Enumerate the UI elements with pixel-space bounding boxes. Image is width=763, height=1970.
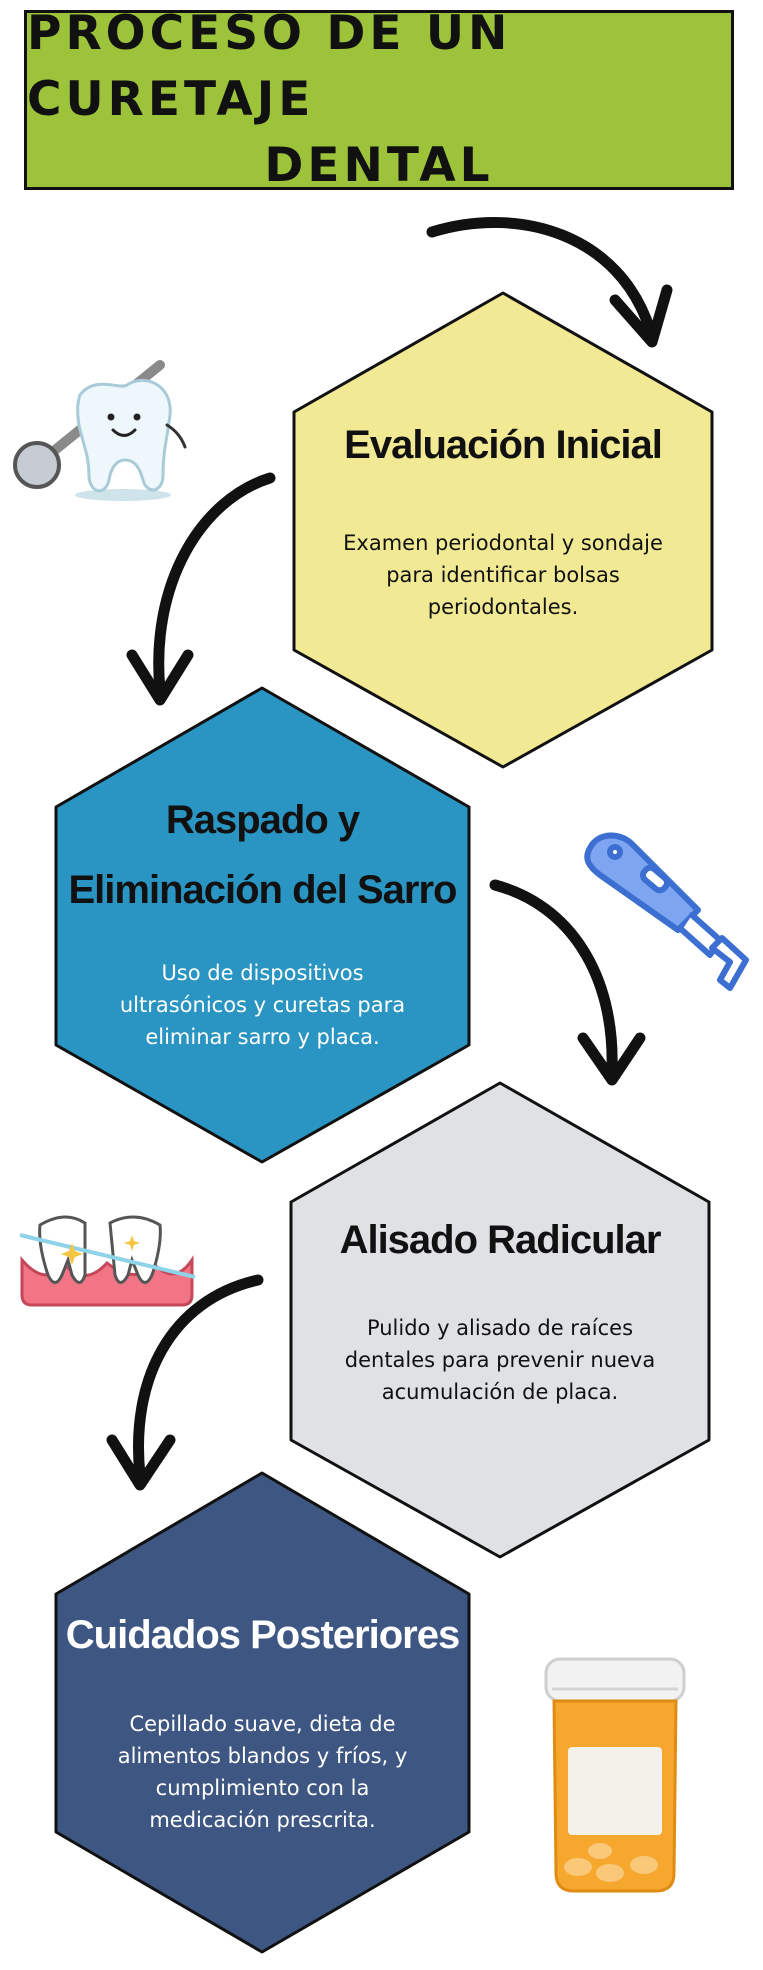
step-3-desc-line: acumulación de placa.: [381, 1380, 619, 1404]
title-line-1: PROCESO DE UN CURETAJE: [27, 6, 512, 127]
step-3-title: Alisado Radicular: [285, 1205, 715, 1275]
step-3-hexagon-shape: [289, 1081, 711, 1559]
pill-4: [588, 1843, 612, 1859]
step-1-hexagon-fill: [292, 291, 714, 769]
step-4-title: Cuidados Posteriores: [50, 1600, 475, 1670]
step-3-hexagon: Alisado Radicular Pulido y alisado de ra…: [285, 1080, 715, 1560]
dental-scaler-icon: [584, 832, 749, 991]
step-2-desc-line: eliminar sarro y placa.: [145, 1025, 380, 1049]
mirror-head: [13, 441, 61, 489]
step-2-title: Raspado y Eliminación del Sarro: [50, 785, 475, 925]
tooth-mirror-icon: [13, 360, 187, 501]
step-4-title-line: Cuidados Posteriores: [65, 1613, 460, 1657]
step-1-hexagon-shape: [292, 291, 714, 769]
pill-3: [630, 1856, 658, 1874]
step-3-description: Pulido y alisado de raíces dentales para…: [285, 1312, 715, 1408]
sparkle-left: [61, 1243, 83, 1265]
arrow-3-head: [577, 1032, 646, 1086]
step-1-description: Examen periodontal y sondaje para identi…: [288, 527, 718, 623]
step-4-desc-line: cumplimiento con la: [155, 1776, 370, 1800]
arrow-2-head: [126, 649, 194, 706]
tooth-smile: [111, 428, 137, 437]
scaler-button: [639, 864, 671, 894]
step-4-desc-line: medicación prescrita.: [149, 1808, 376, 1832]
pill-1: [564, 1858, 592, 1876]
step-1-desc-line: para identificar bolsas: [386, 563, 620, 587]
bottle-cap: [544, 1657, 686, 1703]
floss-thread: [19, 1233, 196, 1279]
step-2-title-line: Eliminación del Sarro: [68, 868, 457, 912]
tooth-left: [38, 1215, 87, 1284]
tooth-arm: [165, 423, 187, 449]
tooth-eye-left: [107, 413, 115, 421]
step-2-hexagon-shape: [54, 686, 471, 1164]
step-4-desc-line: Cepillado suave, dieta de: [129, 1712, 396, 1736]
step-4-desc-line: alimentos blandos y fríos, y: [117, 1744, 408, 1768]
arrow-4-head: [106, 1434, 176, 1491]
arrow-4-curve: [133, 1274, 264, 1481]
title-banner: PROCESO DE UN CURETAJE DENTAL: [24, 6, 734, 193]
step-3-desc-line: Pulido y alisado de raíces: [366, 1316, 634, 1340]
arrow-3-curve: [489, 879, 618, 1076]
step-3-title-line: Alisado Radicular: [339, 1218, 662, 1262]
flossing-teeth-icon: [19, 1215, 196, 1307]
step-1-title-line: Evaluación Inicial: [344, 423, 663, 467]
step-2-desc-line: Uso de dispositivos: [161, 961, 364, 985]
step-1-desc-line: periodontales.: [427, 595, 579, 619]
step-1-desc-line: Examen periodontal y sondaje: [343, 531, 663, 555]
scaler-dot: [607, 844, 623, 860]
step-2-title-line: Raspado y: [165, 798, 360, 842]
step-3-hexagon-fill: [289, 1081, 711, 1559]
arrow-1-head: [609, 284, 673, 348]
sparkle-right: [124, 1235, 140, 1251]
pill-bottle-icon: [544, 1657, 686, 1893]
step-4-hexagon-shape: [54, 1471, 471, 1954]
pill-2: [596, 1864, 624, 1882]
step-1-title: Evaluación Inicial: [288, 410, 718, 480]
bottle-label: [568, 1747, 662, 1835]
tooth-right: [108, 1215, 162, 1284]
scaler-body: [584, 832, 701, 933]
arrow-2-curve: [153, 472, 276, 696]
step-2-hexagon-fill: [54, 686, 471, 1164]
step-2-desc-line: ultrasónicos y curetas para: [119, 993, 406, 1017]
step-4-hexagon-fill: [54, 1471, 471, 1954]
step-4-hexagon: Cuidados Posteriores Cepillado suave, di…: [50, 1470, 475, 1955]
step-4-description: Cepillado suave, dieta de alimentos blan…: [50, 1708, 475, 1836]
step-2-description: Uso de dispositivos ultrasónicos y curet…: [50, 957, 475, 1053]
tooth-eye-right: [133, 413, 141, 421]
step-3-desc-line: dentales para prevenir nueva: [344, 1348, 656, 1372]
title-line-2: DENTAL: [264, 138, 494, 193]
scaler-tip: [709, 935, 749, 991]
arrow-1-curve: [426, 217, 656, 336]
step-2-hexagon: Raspado y Eliminación del Sarro Uso de d…: [50, 685, 475, 1165]
step-1-hexagon: Evaluación Inicial Examen periodontal y …: [288, 290, 718, 770]
